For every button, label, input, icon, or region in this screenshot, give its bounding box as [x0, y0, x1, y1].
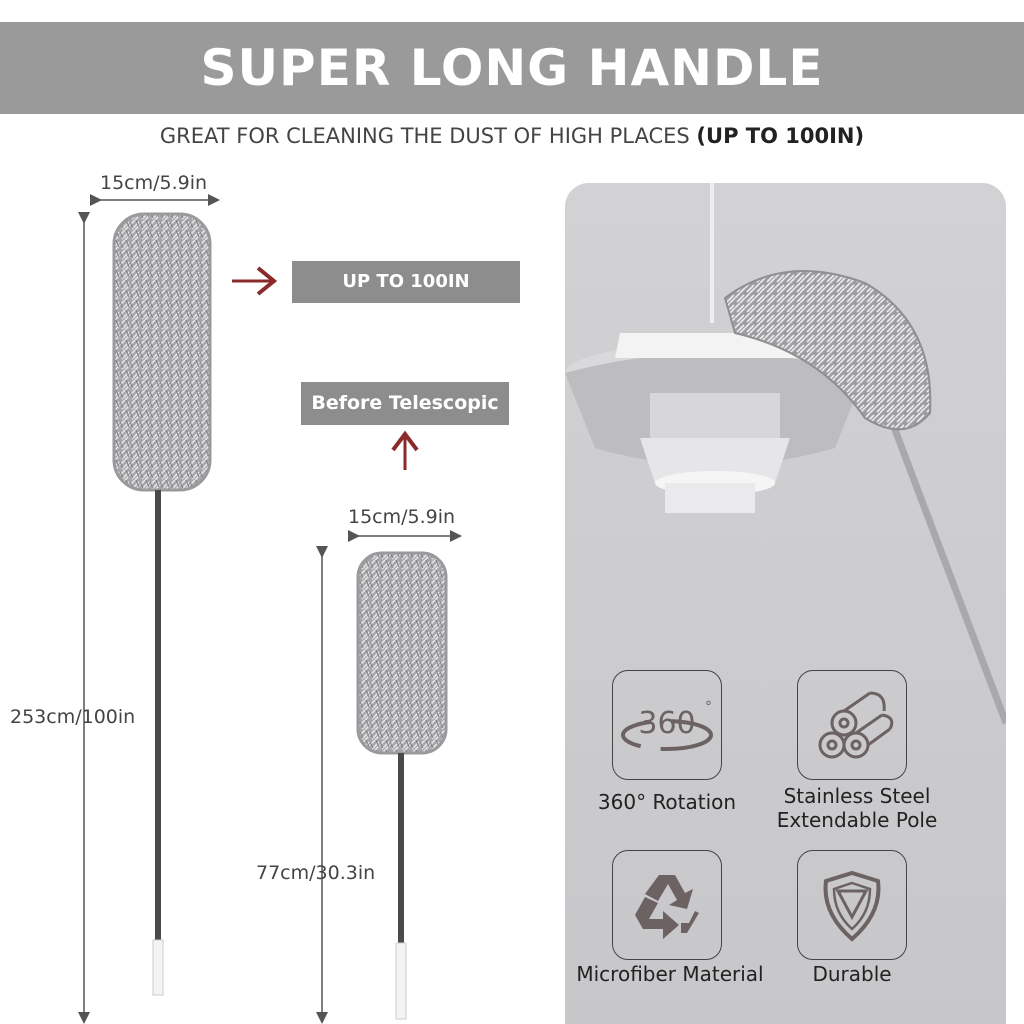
steel-rolls-icon — [818, 691, 894, 759]
extended-tag: UP TO 100IN — [292, 261, 520, 303]
subtitle-bold: (UP TO 100IN) — [696, 124, 865, 148]
rotation-360-icon: 360 ° — [621, 699, 713, 751]
ceiling-lamp-photo — [565, 183, 1006, 1024]
feature-rotation-label: 360° Rotation — [597, 790, 737, 814]
before-telescopic-tag: Before Telescopic — [301, 382, 509, 425]
feature-microfiber-box — [612, 850, 722, 960]
up-arrow-icon — [391, 430, 419, 470]
shield-icon — [823, 870, 881, 942]
feature-microfiber-label: Microfiber Material — [576, 962, 764, 986]
header-banner — [0, 22, 1024, 114]
feature-durable-label: Durable — [812, 962, 892, 986]
product-photo-panel — [565, 183, 1006, 1024]
short-duster-head — [356, 551, 448, 755]
subtitle-text: GREAT FOR CLEANING THE DUST OF HIGH PLAC… — [159, 124, 697, 148]
long-height-label: 253cm/100in — [10, 706, 136, 728]
page-title: SUPER LONG HANDLE — [200, 39, 824, 97]
short-width-label: 15cm/5.9in — [348, 506, 456, 528]
long-width-label: 15cm/5.9in — [100, 172, 208, 194]
right-arrow-icon — [232, 266, 278, 296]
feature-steel-box — [797, 670, 907, 780]
long-duster-illustration — [78, 194, 462, 1024]
long-duster-head — [112, 212, 212, 492]
subtitle: GREAT FOR CLEANING THE DUST OF HIGH PLAC… — [0, 124, 1024, 148]
svg-text:°: ° — [705, 699, 712, 715]
short-height-label: 77cm/30.3in — [256, 862, 376, 884]
long-duster-pole — [155, 490, 161, 940]
recycle-icon — [635, 875, 699, 939]
short-duster-pole — [398, 753, 404, 943]
feature-rotation-box: 360 ° — [612, 670, 722, 780]
feature-durable-box — [797, 850, 907, 960]
